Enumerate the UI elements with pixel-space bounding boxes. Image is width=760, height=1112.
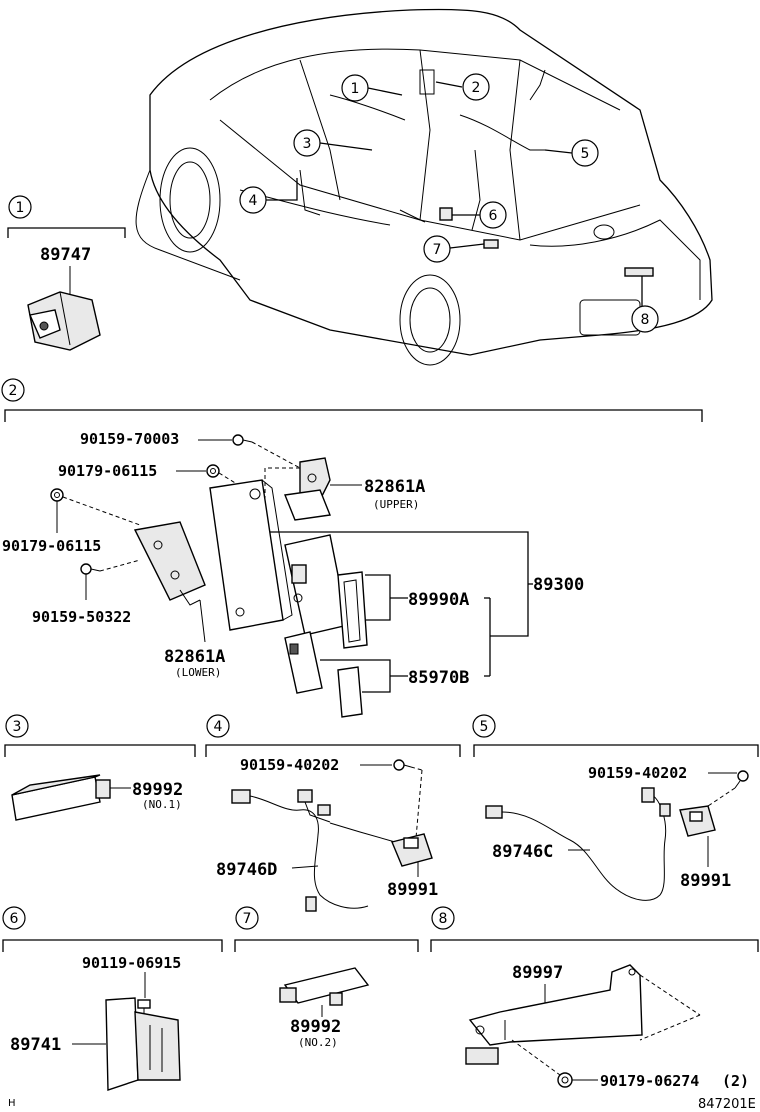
bolt-90159-70003-shape [232,434,253,446]
svg-text:2: 2 [472,80,481,96]
section-7-number: 7 [243,911,252,927]
part-89992-no1-label: 89992 [132,780,183,800]
sensor-89991-s5-shape [679,805,716,837]
handle-89997-shape [465,964,643,1065]
transmitter-89990a-shape [284,534,368,649]
harness-89746c-label: 89746C [492,842,553,862]
sensor-89991-s4-shape [391,833,433,867]
callout-3-car: 3 [293,129,321,157]
svg-text:8: 8 [641,312,650,328]
key-85970b-shape [284,631,363,718]
bolt-90159-40202-s4-label: 90159-40202 [240,756,339,774]
nut-90179-06115-upper-shape [206,464,220,478]
section-6: 6 90119-06915 89741 [2,906,223,1091]
section-5-number: 5 [480,719,489,735]
harness-89746c-shape [485,787,671,901]
bracket-82861a-upper-shape [284,457,331,521]
callout-8-car: 8 [631,305,659,333]
callout-5-car: 5 [571,139,599,167]
bracket-82861a-lower-label: 82861A [164,647,225,667]
section-3-number: 3 [13,719,22,735]
svg-text:6: 6 [489,208,498,224]
svg-text:3: 3 [303,136,312,152]
bolt-90159-40202-s5-label: 90159-40202 [588,764,687,782]
bolt-90159-40202-s4-shape [393,759,412,771]
part-89747-shape [27,291,101,351]
bracket-upper-note: (UPPER) [373,498,419,511]
nut-90179-06274-qty: (2) [722,1072,749,1090]
section-4-number: 4 [214,719,223,735]
car-callout-leaders [266,81,643,306]
bolt-90159-50322-label: 90159-50322 [32,608,131,626]
section-6-number: 6 [10,911,19,927]
sensor-89991-s4-label: 89991 [387,880,438,900]
part-89992-no2-shape [279,967,370,1006]
part-89747-label: 89747 [40,245,91,265]
nut-90179-06274-shape [557,1072,573,1088]
bracket-82861a-upper-label: 82861A [364,477,425,497]
key-85970b-label: 85970B [408,668,469,688]
nut-90179-06115-upper-label: 90179-06115 [58,462,157,480]
section-1-number: 1 [16,200,25,216]
section-5: 5 90159-40202 89746C 89991 [472,714,759,901]
harness-89746d-label: 89746D [216,860,277,880]
assembly-89300-label: 89300 [533,575,584,595]
nut-90179-06115-left-label: 90179-06115 [2,537,101,555]
section-8-number: 8 [439,911,448,927]
section-2-number: 2 [9,383,18,399]
nut-90179-06274-label: 90179-06274 [600,1072,699,1090]
unit-89741-shape [105,997,181,1091]
car-illustration [135,8,713,366]
svg-text:4: 4 [249,193,258,209]
callout-4-car: 4 [239,186,267,214]
bracket-82861a-lower-shape [133,521,206,606]
section-8: 8 89997 90179-06274 (2) [430,906,759,1090]
section-1: 1 89747 [7,195,126,351]
figure-code: 847201E [698,1097,756,1112]
harness-89746d-shape [231,789,396,912]
section-7: 7 89992 (NO.2) [234,906,419,1049]
ecu-assembly-shape [209,479,293,631]
svg-text:7: 7 [433,242,442,258]
nut-90179-06115-left-shape [50,488,64,502]
part-89992-no1-shape [11,774,111,821]
section-2: 2 90159-70003 90179-06115 82861A (UPPER)… [1,378,703,718]
svg-text:1: 1 [351,81,360,97]
transmitter-89990a-label: 89990A [408,590,469,610]
callout-7-car: 7 [423,235,451,263]
part-89992-no2-label: 89992 [290,1017,341,1037]
section-3: 3 89992 (NO.1) [4,714,196,821]
part-89992-no1-note: (NO.1) [142,798,182,811]
callout-6-car: 6 [479,201,507,229]
svg-text:5: 5 [581,146,590,162]
bolt-90119-06915-label: 90119-06915 [82,954,181,972]
footer-left-mark: H [8,1098,16,1109]
callout-2-car: 2 [462,73,490,101]
bolt-90159-50322-shape [80,563,101,575]
section-4: 4 90159-40202 89746D 89991 [205,714,461,912]
part-89992-no2-note: (NO.2) [298,1036,338,1049]
bolt-90159-40202-s5-shape [734,770,749,789]
bolt-90159-70003-label: 90159-70003 [80,430,179,448]
unit-89741-label: 89741 [10,1035,61,1055]
callout-1-car: 1 [341,74,369,102]
sensor-89991-s5-label: 89991 [680,871,731,891]
bracket-lower-note: (LOWER) [175,666,221,679]
handle-89997-label: 89997 [512,963,563,983]
